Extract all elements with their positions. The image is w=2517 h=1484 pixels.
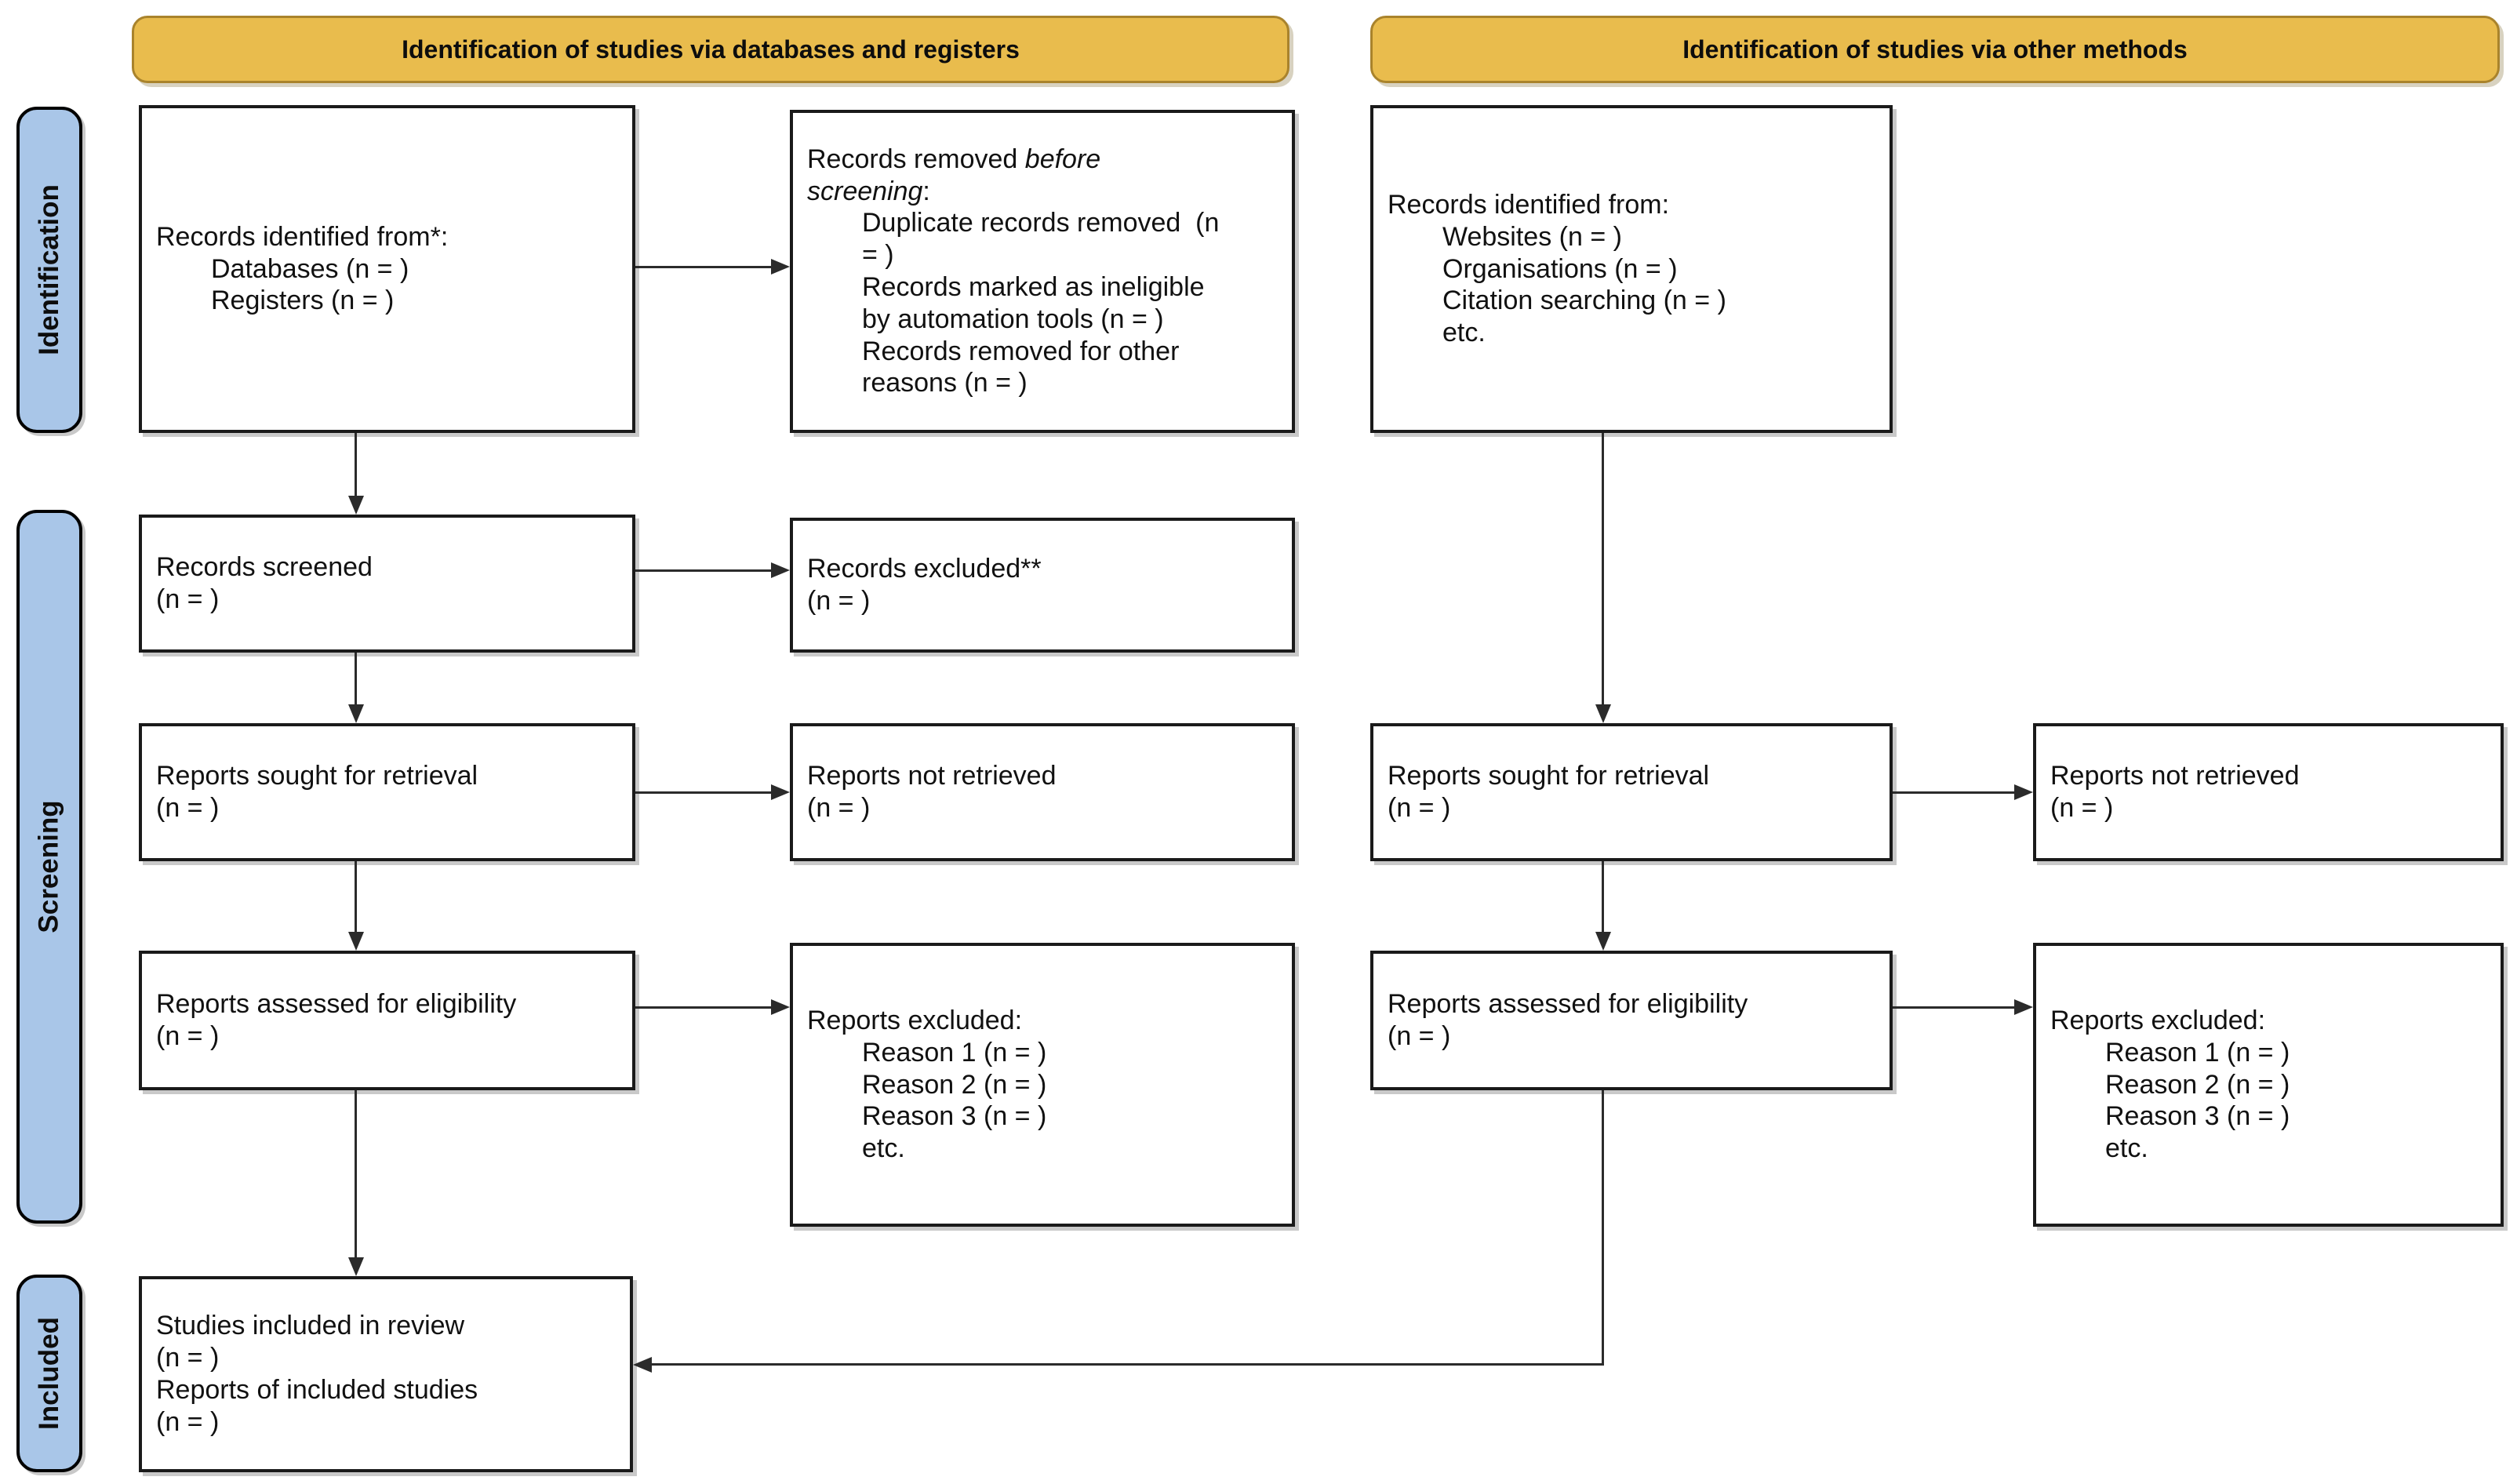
text-line: Reports excluded:	[807, 1006, 1023, 1035]
text-line: (n = )	[807, 793, 871, 823]
text-line: etc.	[2105, 1133, 2148, 1164]
text-line: Reports excluded:	[2050, 1006, 2266, 1035]
text-line: Records marked as ineligible	[862, 272, 1205, 302]
box-records-excluded: Records excluded**(n = )	[790, 518, 1295, 653]
stage-label-included: Included	[16, 1275, 82, 1472]
text-line: (n = )	[807, 586, 871, 616]
text-line: etc.	[862, 1133, 905, 1164]
text-line: (n = )	[156, 584, 220, 614]
text-line: (n = )	[156, 1343, 220, 1373]
text-line: (n = )	[156, 1021, 220, 1051]
box-studies-included-in-review: Studies included in review(n = )Reports …	[139, 1276, 633, 1472]
text-line: Reason 3 (n = )	[2105, 1101, 2290, 1132]
text-line: Records removed for other	[862, 336, 1180, 366]
text-line: Records identified from:	[1388, 190, 1670, 220]
box-reports-not-retrieved-databases: Reports not retrieved(n = )	[790, 723, 1295, 861]
text-line: screening:	[807, 176, 930, 206]
text-line: Reports assessed for eligibility	[1388, 989, 1748, 1020]
text-line: Organisations (n = )	[1442, 253, 1678, 284]
text-line: Records identified from*:	[156, 221, 449, 252]
box-records-identified-other-methods: Records identified from:Websites (n = )O…	[1370, 105, 1893, 433]
text-line: Reason 2 (n = )	[2105, 1069, 2290, 1100]
box-reports-not-retrieved-other: Reports not retrieved(n = )	[2033, 723, 2504, 861]
text-line: (n = )	[2050, 793, 2114, 823]
text-line: Registers (n = )	[211, 286, 395, 316]
text-line: Reason 2 (n = )	[862, 1069, 1047, 1100]
box-reports-excluded-other: Reports excluded:Reason 1 (n = )Reason 2…	[2033, 943, 2504, 1227]
text-line: Websites (n = )	[1442, 221, 1622, 252]
text-line: Duplicate records removed (n	[862, 208, 1220, 238]
text-line: Records removed before	[807, 144, 1101, 174]
text-line: Reports assessed for eligibility	[156, 989, 517, 1020]
text-line: Reports sought for retrieval	[1388, 761, 1710, 791]
text-line: Reason 1 (n = )	[2105, 1037, 2290, 1068]
text-line: etc.	[1442, 318, 1486, 348]
text-line: Reason 1 (n = )	[862, 1037, 1047, 1068]
text-line: Reason 3 (n = )	[862, 1101, 1047, 1132]
text-line: (n = )	[156, 1406, 220, 1437]
banner-databases-registers: Identification of studies via databases …	[132, 16, 1289, 83]
text-line: Reports not retrieved	[807, 761, 1057, 791]
stage-label-screening-text: Screening	[34, 800, 65, 933]
box-reports-sought-databases: Reports sought for retrieval(n = )	[139, 723, 635, 861]
text-line: Studies included in review	[156, 1311, 465, 1341]
text-line: by automation tools (n = )	[862, 304, 1164, 334]
box-reports-assessed-databases: Reports assessed for eligibility(n = )	[139, 951, 635, 1090]
box-records-identified-databases: Records identified from*:Databases (n = …	[139, 105, 635, 433]
banner-other-methods: Identification of studies via other meth…	[1370, 16, 2500, 83]
stage-label-screening: Screening	[16, 510, 82, 1224]
box-reports-excluded-databases: Reports excluded:Reason 1 (n = )Reason 2…	[790, 943, 1295, 1227]
stage-label-included-text: Included	[34, 1317, 64, 1430]
stage-label-identification: Identification	[16, 107, 82, 433]
text-line: Databases (n = )	[211, 253, 409, 284]
text-line: Reports of included studies	[156, 1375, 478, 1405]
text-line: Records excluded**	[807, 554, 1042, 584]
text-line: (n = )	[1388, 1021, 1451, 1051]
box-reports-assessed-other: Reports assessed for eligibility(n = )	[1370, 951, 1893, 1090]
text-line: Reports not retrieved	[2050, 761, 2300, 791]
text-line: (n = )	[1388, 793, 1451, 823]
box-records-screened: Records screened(n = )	[139, 515, 635, 653]
text-line: Records screened	[156, 552, 373, 583]
text-line: Reports sought for retrieval	[156, 761, 478, 791]
text-line: (n = )	[156, 793, 220, 823]
text-line: = )	[862, 240, 894, 271]
box-reports-sought-other: Reports sought for retrieval(n = )	[1370, 723, 1893, 861]
text-line: Citation searching (n = )	[1442, 286, 1726, 316]
stage-label-identification-text: Identification	[34, 184, 64, 355]
text-line: reasons (n = )	[862, 368, 1028, 398]
